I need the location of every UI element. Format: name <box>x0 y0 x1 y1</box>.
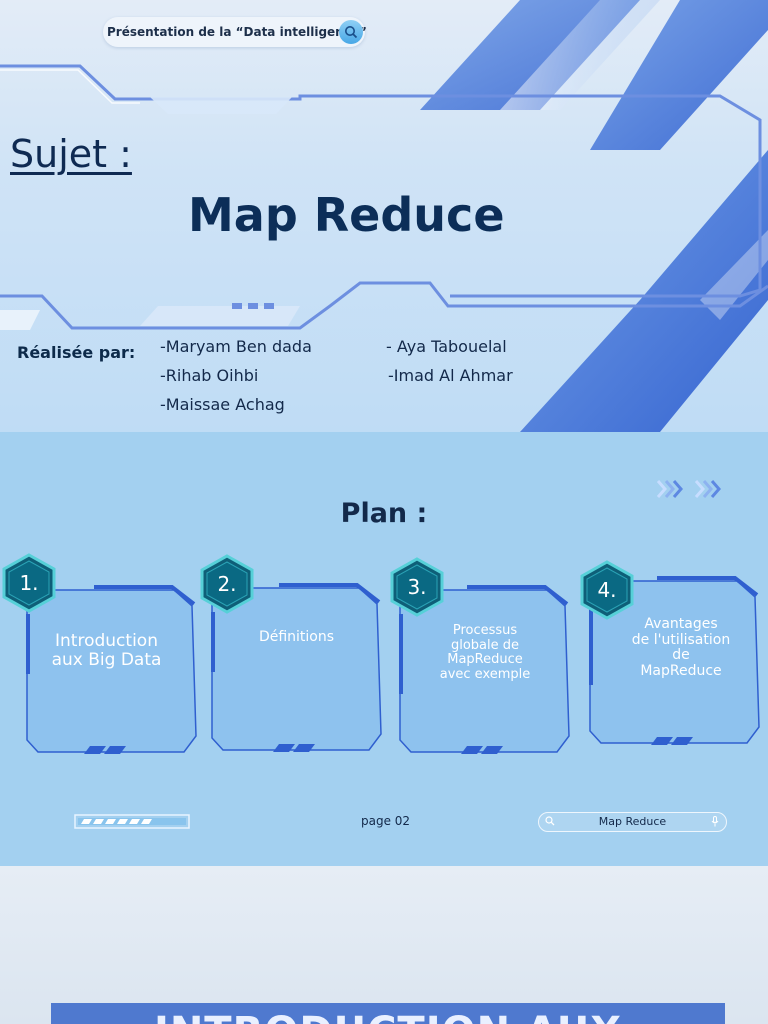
plan-item-2[interactable]: Définitions <box>209 582 384 757</box>
author-name: -Maissae Achag <box>160 395 285 414</box>
presentation-title: Map Reduce <box>188 188 505 242</box>
plan-item-3[interactable]: Processus globale de MapReduce avec exem… <box>397 584 573 759</box>
footer-search-bar[interactable]: Map Reduce <box>538 812 727 832</box>
plan-item-4[interactable]: Avantages de l'utilisation de MapReduce <box>587 575 763 750</box>
search-icon[interactable] <box>339 20 363 44</box>
page-number: page 02 <box>361 814 411 828</box>
title-slide: Présentation de la “Data intelligence” S… <box>0 0 768 432</box>
plan-item-label-line: avec exemple <box>439 666 531 682</box>
progress-bar <box>74 814 190 829</box>
plan-item-label-line: globale de <box>450 637 520 653</box>
footer-search-text: Map Reduce <box>598 815 667 828</box>
author-name: - Aya Tabouelal <box>386 337 507 356</box>
introduction-heading-band: INTRODUCTION AUX <box>51 1003 725 1024</box>
introduction-heading: INTRODUCTION AUX <box>51 1009 725 1024</box>
author-name: -Maryam Ben dada <box>160 337 312 356</box>
card-frame <box>399 585 570 754</box>
introduction-slide: INTRODUCTION AUX <box>0 866 768 1024</box>
author-name: -Imad Al Ahmar <box>388 366 513 385</box>
plan-number-badge-1: 1. <box>0 553 58 613</box>
subject-label: Sujet : <box>10 132 132 176</box>
plan-item-label-line: Avantages <box>644 616 718 632</box>
plan-item-label-line: de l'utilisation <box>631 631 731 648</box>
slide1-decoration <box>0 0 768 432</box>
plan-number: 2. <box>217 572 237 596</box>
plan-number-badge-4: 4. <box>578 560 636 620</box>
plan-number: 3. <box>407 575 427 599</box>
presentation-search-text: Présentation de la “Data intelligence” <box>107 25 367 39</box>
plan-item-label: Avantages de l'utilisation de MapReduce <box>587 616 768 680</box>
search-icon[interactable] <box>545 816 555 826</box>
plan-number: 1. <box>19 571 39 595</box>
plan-item-label-line: Introduction <box>55 631 158 651</box>
plan-item-label: Définitions <box>258 629 335 645</box>
plan-item-label: Processus globale de MapReduce avec exem… <box>397 623 573 682</box>
plan-number-badge-2: 2. <box>198 554 256 614</box>
card-frame <box>211 583 382 752</box>
chevron-arrows-icon <box>656 480 721 498</box>
card-frame <box>26 585 197 754</box>
plan-number: 4. <box>597 578 617 602</box>
plan-item-label-line: aux Big Data <box>51 650 162 671</box>
plan-item-1[interactable]: Introduction aux Big Data <box>24 584 199 759</box>
presentation-search-bar[interactable]: Présentation de la “Data intelligence” <box>103 17 367 47</box>
plan-number-badge-3: 3. <box>388 557 446 617</box>
plan-item-label: Introduction aux Big Data <box>24 631 189 671</box>
plan-item-label-line: de <box>672 647 690 664</box>
plan-item-label-line: Processus <box>452 623 518 638</box>
plan-title: Plan : <box>340 498 428 529</box>
microphone-icon[interactable] <box>711 816 719 827</box>
author-name: -Rihab Oihbi <box>160 366 259 385</box>
plan-slide: Plan : Introduction aux Big Data 1. Défi… <box>0 432 768 866</box>
plan-item-label-line: MapReduce <box>447 652 523 668</box>
authors-label: Réalisée par: <box>17 343 136 362</box>
card-frame <box>589 576 760 745</box>
plan-item-label-line: MapReduce <box>640 663 722 680</box>
